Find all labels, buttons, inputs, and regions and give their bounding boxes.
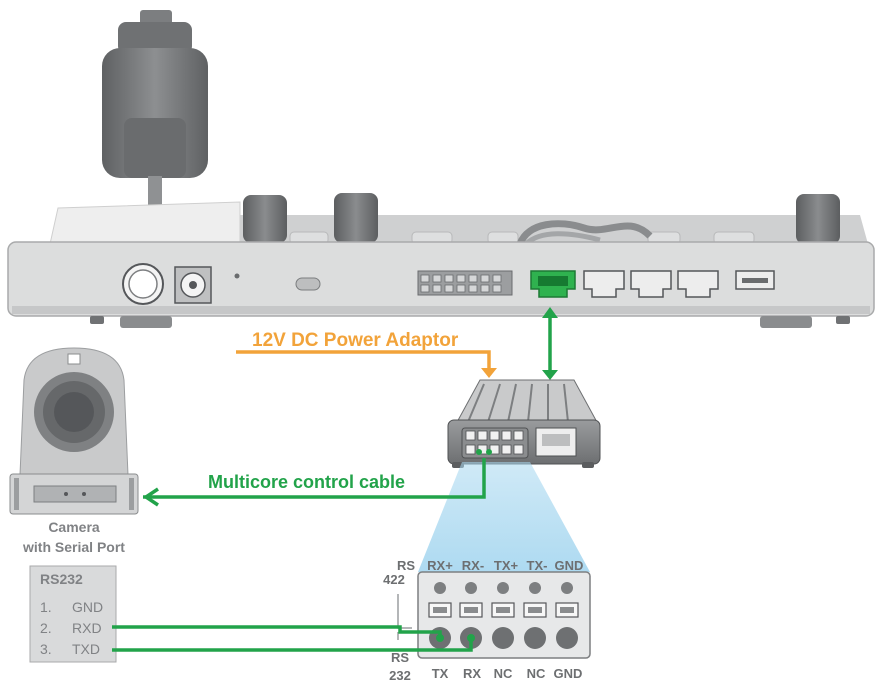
joystick (102, 10, 208, 210)
status-led (234, 273, 240, 279)
zoom-knob (243, 195, 287, 243)
cable-label: Multicore control cable (208, 472, 405, 492)
usb-c-port (295, 277, 321, 291)
serial-converter-box (447, 379, 601, 468)
rj45-port (583, 270, 625, 298)
rj45-port (630, 270, 672, 298)
terminal-bottom-label: TX (432, 666, 449, 681)
rs232-label: 232 (389, 668, 411, 683)
dc-power-jack (174, 266, 212, 304)
terminal-bottom-label: GND (554, 666, 583, 681)
terminal-top-label: TX- (527, 558, 548, 573)
usb-port (735, 270, 775, 290)
rj45-port-highlighted (530, 270, 576, 298)
focus-knob (334, 193, 378, 243)
rs422-label: 422 (383, 572, 405, 587)
ptz-camera (9, 347, 139, 515)
terminal-block (417, 270, 513, 296)
rs232-pinout-box: RS232 1. GND 2. RXD 3. TXD (29, 565, 117, 663)
pin-name: GND (72, 599, 103, 615)
terminal-top-label: RX+ (427, 558, 453, 573)
camera-label-line2: with Serial Port (22, 539, 125, 555)
terminal-bottom-label: NC (494, 666, 513, 681)
magnifier-beam (418, 462, 590, 572)
rs232-label: RS (391, 650, 409, 665)
terminal-top-label: RX- (462, 558, 484, 573)
pin-number: 1. (40, 599, 52, 615)
pin-name: RXD (72, 620, 102, 636)
terminal-top-label: GND (555, 558, 584, 573)
controller-top (240, 215, 868, 244)
rxd-wire (112, 625, 444, 642)
ptz-controller (7, 10, 875, 328)
pin-name: TXD (72, 641, 100, 657)
rs422-label: RS (397, 558, 415, 573)
terminal-detail: RS 422 RX+ RX- TX+ TX- GND RS 232 TX RX … (383, 558, 591, 683)
camera-label-line1: Camera (48, 519, 100, 535)
rs232-title: RS232 (40, 571, 83, 587)
orange-power-arrow (236, 350, 497, 378)
txd-wire (112, 634, 475, 652)
right-knob (796, 194, 840, 244)
pin-number: 2. (40, 620, 52, 636)
power-button (122, 263, 164, 305)
joystick-deck (49, 201, 241, 245)
pin-number: 3. (40, 641, 52, 657)
terminal-bottom-label: RX (463, 666, 481, 681)
green-ethernet-arrow (542, 307, 558, 380)
terminal-bottom-label: NC (527, 666, 546, 681)
power-label: 12V DC Power Adaptor (252, 330, 459, 351)
multicore-cable (142, 458, 486, 507)
terminal-top-label: TX+ (494, 558, 519, 573)
rj45-port (677, 270, 719, 298)
